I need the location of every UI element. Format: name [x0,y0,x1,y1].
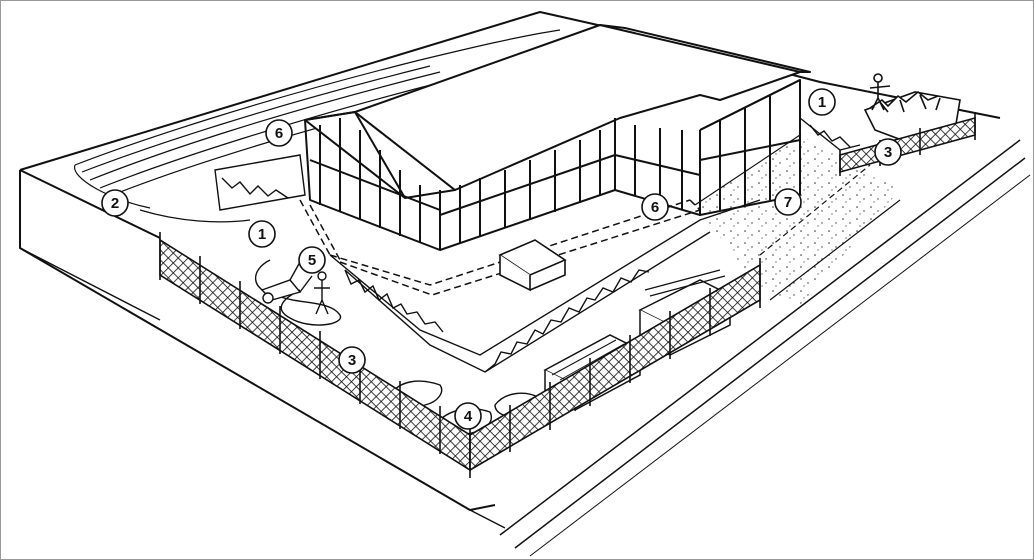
callout-circle [774,188,802,216]
callout-number: 5 [308,252,316,269]
callout-c2: 2 [101,189,129,217]
callout-c3a: 3 [338,346,366,374]
callout-c6a: 6 [265,119,293,147]
construction-fence [159,112,976,478]
callout-circle [101,189,129,217]
callout-c3b: 3 [874,138,902,166]
excavation-trench [214,117,861,373]
callout-number: 2 [111,195,119,212]
worker-wheelbarrow [254,259,341,326]
callout-circle [641,193,669,221]
callout-number: 4 [464,408,473,425]
callout-c6b: 6 [641,193,669,221]
street [499,139,1031,557]
callout-c7: 7 [774,188,802,216]
callout-number: 3 [348,352,356,369]
gravel-driveway [694,134,901,305]
house-frame [304,24,811,251]
callout-circle [808,88,836,116]
callout-number: 6 [651,199,659,216]
callout-circle [248,220,276,248]
callout-markers: 1 1 2 3 3 4 5 6 6 7 [101,88,902,430]
callout-circle [454,402,482,430]
callout-c1a: 1 [248,220,276,248]
callout-c4: 4 [454,402,482,430]
callout-c5: 5 [298,246,326,274]
callout-number: 6 [275,125,283,142]
callout-number: 7 [784,194,792,211]
covered-pallet [498,239,567,292]
callout-number: 1 [818,94,826,111]
callout-circle [298,246,326,274]
callout-number: 1 [258,226,266,243]
callout-c1b: 1 [808,88,836,116]
callout-circle [338,346,366,374]
foundation-outline [299,199,701,296]
callout-circle [874,138,902,166]
callout-number: 3 [884,144,892,161]
callout-circle [265,119,293,147]
